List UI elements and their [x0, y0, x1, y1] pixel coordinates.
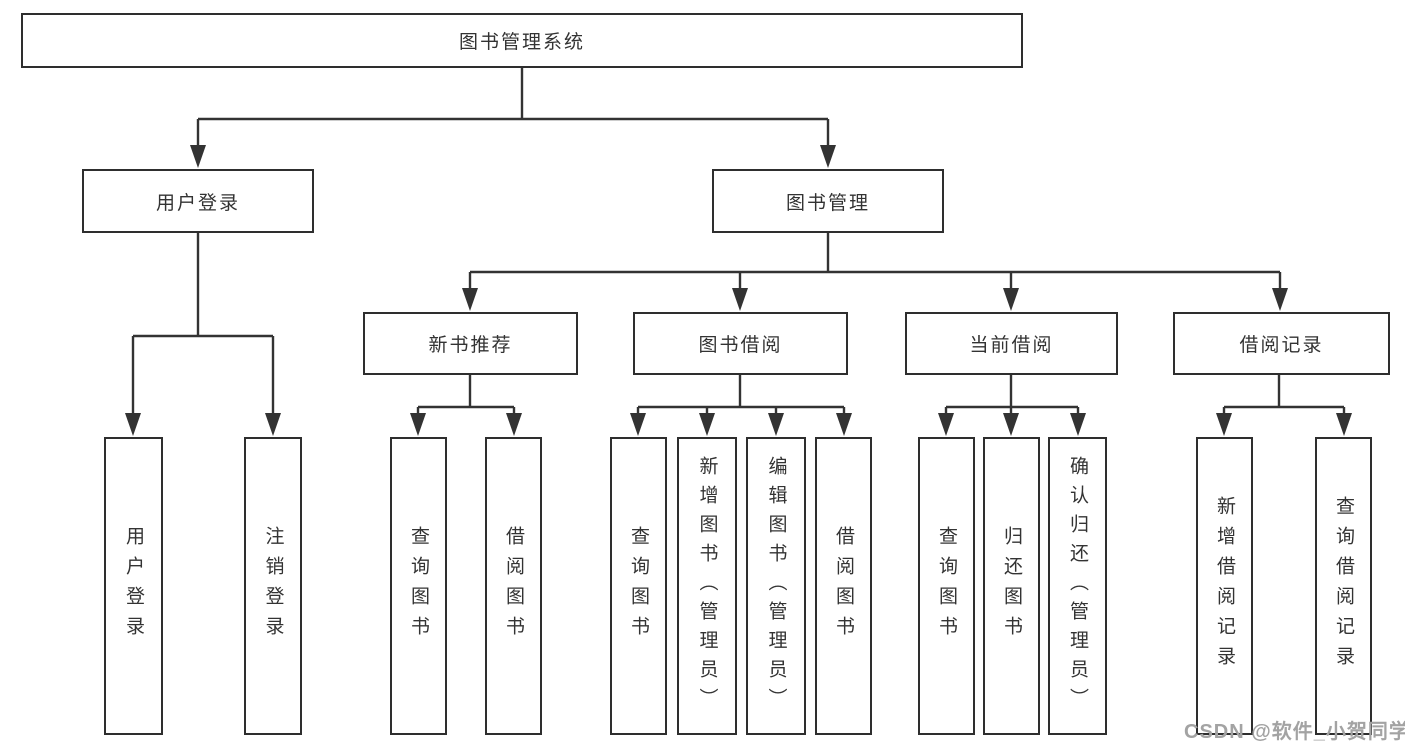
node-borrow-records: 借阅记录	[1173, 312, 1390, 375]
node-new-book-recommend: 新书推荐	[363, 312, 578, 375]
node-user-login-label: 用户登录	[155, 192, 240, 214]
node-current-borrow: 当前借阅	[905, 312, 1118, 375]
leaf-confirm-return-admin-label: 确认归还（管理员）	[1067, 455, 1088, 717]
leaf-recommend-query-books-label: 查询图书	[408, 526, 429, 646]
leaf-user-login: 用户登录	[104, 437, 163, 735]
leaf-recommend-borrow-books-label: 借阅图书	[503, 526, 524, 646]
leaf-logout-label: 注销登录	[262, 526, 284, 646]
leaf-user-login-label: 用户登录	[123, 526, 144, 646]
node-borrow-records-label: 借阅记录	[1239, 335, 1324, 356]
leaf-query-borrow-record-label: 查询借阅记录	[1333, 496, 1354, 676]
node-current-borrow-label: 当前借阅	[969, 335, 1054, 356]
leaf-return-books: 归还图书	[983, 437, 1040, 735]
leaf-current-query-books: 查询图书	[918, 437, 975, 735]
node-book-management: 图书管理	[712, 169, 944, 233]
node-book-management-label: 图书管理	[785, 192, 870, 214]
leaf-recommend-borrow-books: 借阅图书	[485, 437, 542, 735]
node-book-borrow: 图书借阅	[633, 312, 848, 375]
watermark: CSDN @软件_小贺同学	[1184, 721, 1405, 743]
leaf-current-query-books-label: 查询图书	[936, 526, 957, 646]
leaf-borrow-books-label: 借阅图书	[833, 526, 854, 646]
node-root-label: 图书管理系统	[458, 32, 585, 53]
leaf-edit-books-admin-label: 编辑图书（管理员）	[765, 455, 787, 717]
leaf-query-borrow-record: 查询借阅记录	[1315, 437, 1372, 735]
leaf-borrow-query-books-label: 查询图书	[628, 526, 649, 646]
leaf-confirm-return-admin: 确认归还（管理员）	[1048, 437, 1107, 735]
node-new-book-recommend-label: 新书推荐	[428, 335, 513, 356]
leaf-add-books-admin: 新增图书（管理员）	[677, 437, 737, 735]
leaf-borrow-books: 借阅图书	[815, 437, 872, 735]
node-book-borrow-label: 图书借阅	[698, 335, 783, 356]
leaf-recommend-query-books: 查询图书	[390, 437, 447, 735]
leaf-return-books-label: 归还图书	[1001, 526, 1022, 646]
leaf-add-books-admin-label: 新增图书（管理员）	[696, 455, 718, 717]
node-root: 图书管理系统	[21, 13, 1023, 68]
leaf-logout: 注销登录	[244, 437, 302, 735]
leaf-borrow-query-books: 查询图书	[610, 437, 667, 735]
leaf-add-borrow-record: 新增借阅记录	[1196, 437, 1253, 735]
node-user-login: 用户登录	[82, 169, 314, 233]
leaf-add-borrow-record-label: 新增借阅记录	[1214, 496, 1235, 676]
leaf-edit-books-admin: 编辑图书（管理员）	[746, 437, 806, 735]
